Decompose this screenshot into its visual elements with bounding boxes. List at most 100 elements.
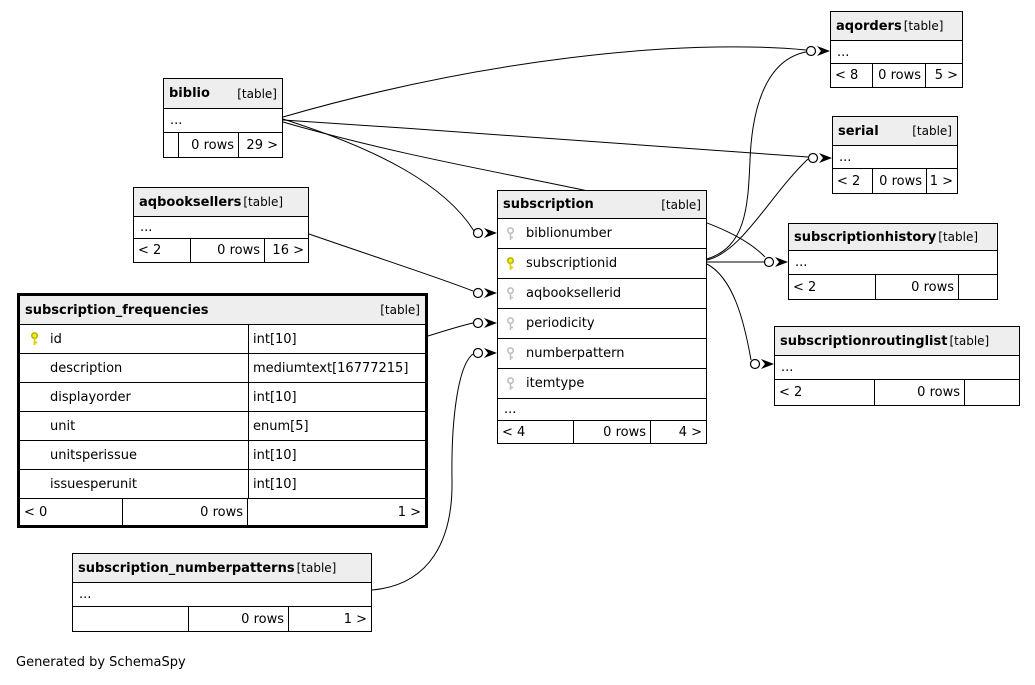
table-name[interactable]: aqorders bbox=[836, 18, 902, 34]
edge-subscription-subscriptionroutinglist bbox=[706, 263, 752, 361]
footer-rowcount: 0 rows bbox=[876, 275, 959, 299]
footer-children: 1 > bbox=[343, 611, 367, 627]
table-name[interactable]: subscriptionroutinglist bbox=[780, 333, 948, 349]
table-subscription[interactable]: subscription [table] biblionumber subscr… bbox=[497, 190, 707, 444]
column-name: id bbox=[50, 331, 62, 347]
column-row[interactable]: issuesperunit int[10] bbox=[20, 470, 425, 499]
column-row[interactable]: aqbooksellerid bbox=[498, 279, 706, 309]
connector-dot bbox=[472, 317, 484, 329]
table-name[interactable]: biblio bbox=[169, 86, 210, 101]
footer-children: 5 > bbox=[934, 68, 958, 83]
key-icon bbox=[506, 346, 515, 360]
table-aqbooksellers[interactable]: aqbooksellers [table] ... < 2 0 rows 16 … bbox=[133, 187, 309, 263]
table-subscription-frequencies[interactable]: subscription_frequencies [table] id int[… bbox=[17, 293, 428, 528]
table-serial[interactable]: serial [table] ... < 2 0 rows 1 > bbox=[832, 116, 958, 194]
connector-dot bbox=[805, 45, 817, 57]
footer-parents bbox=[73, 607, 189, 631]
footer-parents bbox=[164, 133, 179, 157]
footer-rowcount: 0 rows bbox=[123, 499, 248, 525]
table-tag: [table] bbox=[938, 230, 979, 244]
table-tag: [table] bbox=[237, 86, 277, 101]
columns-ellipsis: ... bbox=[775, 356, 1019, 380]
connector-arrow bbox=[484, 318, 497, 328]
table-name[interactable]: subscription bbox=[503, 197, 594, 212]
table-name[interactable]: subscription_frequencies bbox=[25, 302, 209, 318]
column-type: int[10] bbox=[248, 325, 425, 353]
footer-rowcount: 0 rows bbox=[179, 133, 239, 157]
table-tag: [table] bbox=[903, 19, 944, 33]
table-subscriptionhistory[interactable]: subscriptionhistory [table] ... < 2 0 ro… bbox=[788, 223, 998, 300]
footer-children: 1 > bbox=[929, 173, 953, 189]
columns-ellipsis: ... bbox=[134, 217, 308, 239]
column-row[interactable]: id int[10] bbox=[20, 325, 425, 354]
table-tag: [table] bbox=[296, 561, 337, 575]
key-icon bbox=[506, 316, 515, 330]
footer-children: 1 > bbox=[397, 504, 421, 520]
table-biblio[interactable]: biblio [table] ... 0 rows 29 > bbox=[163, 78, 283, 158]
table-tag: [table] bbox=[912, 124, 952, 138]
edge-biblio-serial bbox=[282, 119, 809, 158]
footer-rowcount: 0 rows bbox=[873, 169, 927, 193]
column-name: unitsperissue bbox=[50, 447, 137, 463]
table-tag: [table] bbox=[661, 197, 701, 212]
column-row[interactable]: displayorder int[10] bbox=[20, 383, 425, 412]
connector-arrow bbox=[819, 153, 832, 163]
primary-key-icon bbox=[506, 256, 515, 270]
column-row[interactable]: biblionumber bbox=[498, 219, 706, 249]
table-aqorders[interactable]: aqorders [table] ... < 8 0 rows 5 > bbox=[830, 11, 963, 88]
table-subscription-numberpatterns[interactable]: subscription_numberpatterns [table] ... … bbox=[72, 553, 372, 632]
column-name: aqbooksellerid bbox=[526, 286, 622, 301]
table-name[interactable]: serial bbox=[838, 123, 879, 139]
footer-children bbox=[959, 275, 997, 299]
footer-children: 4 > bbox=[678, 424, 702, 440]
column-type: int[10] bbox=[248, 441, 425, 469]
connector-arrow bbox=[817, 46, 830, 56]
footer-parents: < 2 bbox=[789, 275, 876, 299]
footer-rowcount: 0 rows bbox=[574, 421, 651, 443]
table-name[interactable]: aqbooksellers bbox=[139, 194, 242, 210]
connector-arrow bbox=[484, 228, 497, 238]
edge-numberpatterns-subscription bbox=[371, 353, 474, 591]
column-name: subscriptionid bbox=[526, 256, 618, 271]
footer-rowcount: 0 rows bbox=[875, 380, 965, 405]
table-name[interactable]: subscription_numberpatterns bbox=[78, 560, 295, 576]
footer-children: 16 > bbox=[272, 243, 304, 258]
column-name: description bbox=[50, 360, 123, 376]
edge-biblio-aqorders bbox=[282, 46, 807, 118]
column-row[interactable]: subscriptionid bbox=[498, 249, 706, 279]
table-tag: [table] bbox=[380, 303, 420, 317]
connector-arrow bbox=[775, 257, 788, 267]
footer-parents: < 0 bbox=[20, 499, 123, 525]
column-row[interactable]: unit enum[5] bbox=[20, 412, 425, 441]
column-row[interactable]: numberpattern bbox=[498, 339, 706, 369]
column-row[interactable]: itemtype bbox=[498, 369, 706, 399]
table-tag: [table] bbox=[949, 334, 990, 348]
table-tag: [table] bbox=[243, 195, 284, 209]
column-row[interactable]: description mediumtext[16777215] bbox=[20, 354, 425, 383]
column-name: issuesperunit bbox=[50, 476, 137, 492]
footer-children: 29 > bbox=[246, 137, 278, 153]
columns-ellipsis: ... bbox=[789, 251, 997, 275]
connector-dot bbox=[472, 287, 484, 299]
table-name[interactable]: subscriptionhistory bbox=[794, 229, 937, 245]
connector-arrow bbox=[484, 348, 497, 358]
column-name: numberpattern bbox=[526, 346, 625, 361]
columns-ellipsis: ... bbox=[833, 146, 957, 169]
column-row[interactable]: unitsperissue int[10] bbox=[20, 441, 425, 470]
connector-dot bbox=[807, 152, 819, 164]
column-name: displayorder bbox=[50, 389, 131, 405]
footer-rowcount: 0 rows bbox=[189, 607, 289, 631]
edge-biblio-subscriptionhistory bbox=[282, 121, 766, 258]
column-row[interactable]: periodicity bbox=[498, 309, 706, 339]
columns-ellipsis: ... bbox=[831, 41, 962, 64]
edge-subscription-serial bbox=[706, 158, 809, 261]
connector-arrow bbox=[484, 288, 497, 298]
table-subscriptionroutinglist[interactable]: subscriptionroutinglist [table] ... < 2 … bbox=[774, 326, 1020, 406]
column-name: periodicity bbox=[526, 316, 595, 331]
generator-credit: Generated by SchemaSpy bbox=[16, 655, 186, 670]
footer-parents: < 8 bbox=[831, 64, 873, 87]
footer-rowcount: 0 rows bbox=[873, 64, 926, 87]
footer-children bbox=[965, 380, 1019, 405]
connector-dot bbox=[472, 347, 484, 359]
